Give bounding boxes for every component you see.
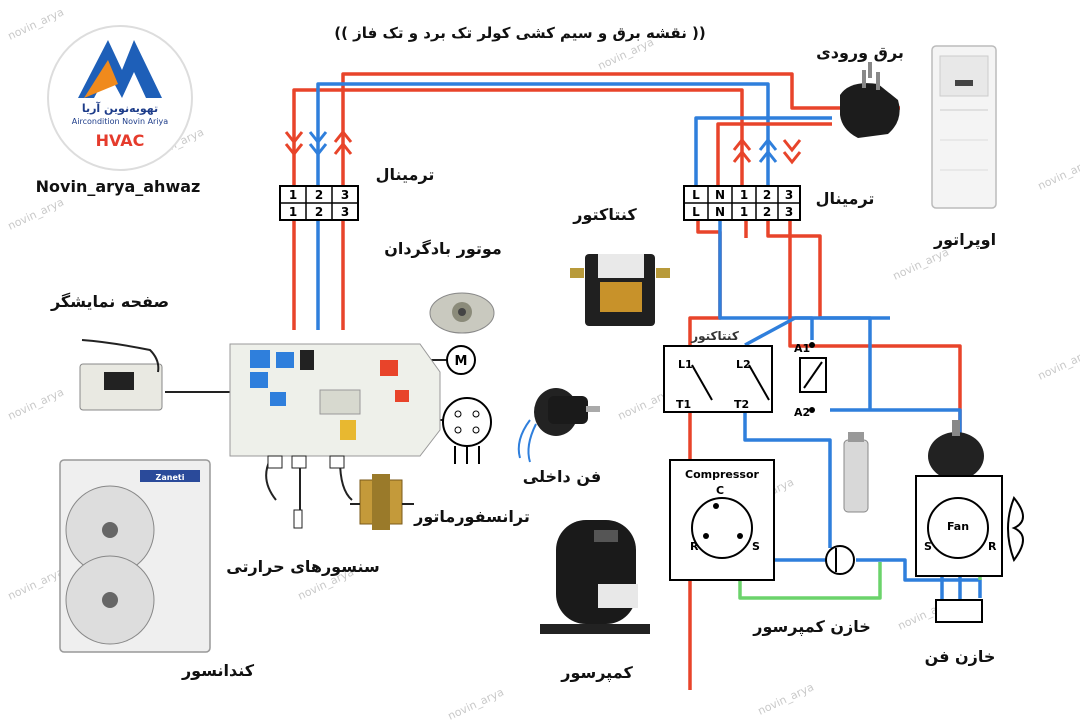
contactor-schematic: کنتاکتور L1 L2 T1 T2 A1 A2 <box>663 329 827 419</box>
fan-cap-label: خازن فن <box>925 647 996 666</box>
blue-wire <box>744 316 890 347</box>
terminal-cell: 2 <box>315 205 323 219</box>
terminal-block-left: 1 2 3 1 2 3 <box>279 185 359 221</box>
motor-symbol: M <box>446 345 476 375</box>
contactor-device-icon <box>570 254 670 326</box>
compressor-capacitor-icon <box>825 432 869 575</box>
terminal-cell: L <box>692 205 700 219</box>
watermark: novin_arya <box>6 5 66 42</box>
indoor-fan-motor-icon <box>517 388 600 463</box>
fan-box-title: Fan <box>947 520 969 533</box>
logo-brand-en: Aircondition Novin Ariya <box>72 117 169 126</box>
red-wire <box>292 88 744 330</box>
blue-wire <box>743 410 832 548</box>
flow-arrows <box>284 129 802 165</box>
contactor-box-label: کنتاکتور <box>690 329 739 344</box>
transformer-label: ترانسفورماتور <box>413 507 530 526</box>
motor-symbol-label: M <box>455 354 468 369</box>
watermark: novin_arya <box>6 385 66 422</box>
compressor-schematic: Compressor C R S <box>669 459 775 581</box>
blue-wire <box>718 220 814 340</box>
terminal-cell: N <box>715 205 725 219</box>
display-label: صفحه نمایشگر <box>50 292 169 311</box>
transformer-icon <box>350 474 414 530</box>
terminal-right-label: ترمینال <box>816 189 875 208</box>
red-wire <box>688 220 722 345</box>
condenser-label: کندانسور <box>181 661 255 680</box>
pin-a1: A1 <box>794 342 810 355</box>
logo-hvac: HVAC <box>96 131 145 150</box>
blue-wire <box>856 558 982 598</box>
contactor-label: کنتاکتور <box>572 205 637 224</box>
watermark: novin_arya <box>1036 345 1080 382</box>
pin-t2: T2 <box>734 398 749 411</box>
compressor-pin-c: C <box>716 484 724 497</box>
terminal-cell: 3 <box>341 205 349 219</box>
company-logo: تهویه‌نوین آریا Aircondition Novin Ariya… <box>47 25 193 171</box>
terminal-cell: 1 <box>740 205 748 219</box>
logo-handle: Novin_arya_ahwaz <box>36 177 201 196</box>
terminal-cell: 2 <box>763 188 771 202</box>
control-board-icon <box>229 343 441 457</box>
watermark: novin_arya <box>446 685 506 722</box>
compressor-label: کمپرسور <box>560 663 633 683</box>
diagram-title: (( نقشه برق و سیم کشی کولر تک برد و تک ف… <box>334 24 706 42</box>
terminal-cell: 1 <box>289 188 297 202</box>
indoor-fan-label: فن داخلی <box>523 467 601 486</box>
watermark: novin_arya <box>6 195 66 232</box>
blue-wire <box>694 116 832 200</box>
fan-connector-symbol <box>442 397 492 464</box>
power-plug-icon <box>840 62 900 138</box>
compressor-cap-label: خازن کمپرسور <box>752 617 870 637</box>
watermark: novin_arya <box>6 565 66 602</box>
terminal-cell: L <box>692 188 700 202</box>
terminal-cell: N <box>715 188 725 202</box>
terminal-cell: 3 <box>785 205 793 219</box>
terminal-left-label: ترمینال <box>376 165 435 184</box>
terminal-cell: 2 <box>315 188 323 202</box>
terminal-cell: 1 <box>740 188 748 202</box>
pin-l2: L2 <box>736 358 751 371</box>
compressor-pin-r: R <box>690 540 699 553</box>
fan-capacitor-icon <box>935 599 983 623</box>
pin-a2: A2 <box>794 406 810 419</box>
compressor-box-title: Compressor <box>685 468 760 481</box>
power-input-label: برق ورودی <box>816 43 904 62</box>
compressor-device-icon <box>540 520 650 634</box>
red-wire <box>716 122 832 200</box>
terminal-cell: 2 <box>763 205 771 219</box>
condenser-unit-icon: Zaneti <box>59 459 211 653</box>
evaporator-unit-icon <box>931 45 997 209</box>
red-wire <box>788 220 962 445</box>
thermal-sensors-icon <box>265 455 353 529</box>
logo-brand-fa: تهویه‌نوین آریا <box>82 101 158 115</box>
evaporator-label: اوپراتور <box>933 230 996 250</box>
red-wire <box>341 72 900 330</box>
fan-pin-r: R <box>988 540 997 553</box>
terminal-cell: 1 <box>289 205 297 219</box>
unit-brand: Zaneti <box>156 473 185 482</box>
watermark: novin_arya <box>756 680 816 717</box>
fan-schematic: Fan S R <box>915 475 1024 577</box>
display-panel-icon <box>79 339 163 411</box>
terminal-cell: 3 <box>785 188 793 202</box>
pin-t1: T1 <box>676 398 691 411</box>
terminal-block-right: L N 1 2 3 L N 1 2 3 <box>683 185 801 221</box>
terminal-cell: 3 <box>341 188 349 202</box>
fan-motor-label: موتور بادگردان <box>384 239 502 258</box>
blue-wire <box>820 316 872 410</box>
watermark: novin_arya <box>1036 155 1080 192</box>
fan-blade-icon <box>1007 496 1024 563</box>
outdoor-fan-motor-icon <box>928 420 984 480</box>
compressor-pin-s: S <box>752 540 760 553</box>
damper-motor-icon <box>429 292 495 334</box>
fan-pin-s: S <box>924 540 932 553</box>
red-wire <box>766 220 822 318</box>
watermark: novin_arya <box>891 245 951 282</box>
sensors-label: سنسورهای حرارتی <box>226 557 380 576</box>
pin-l1: L1 <box>678 358 693 371</box>
